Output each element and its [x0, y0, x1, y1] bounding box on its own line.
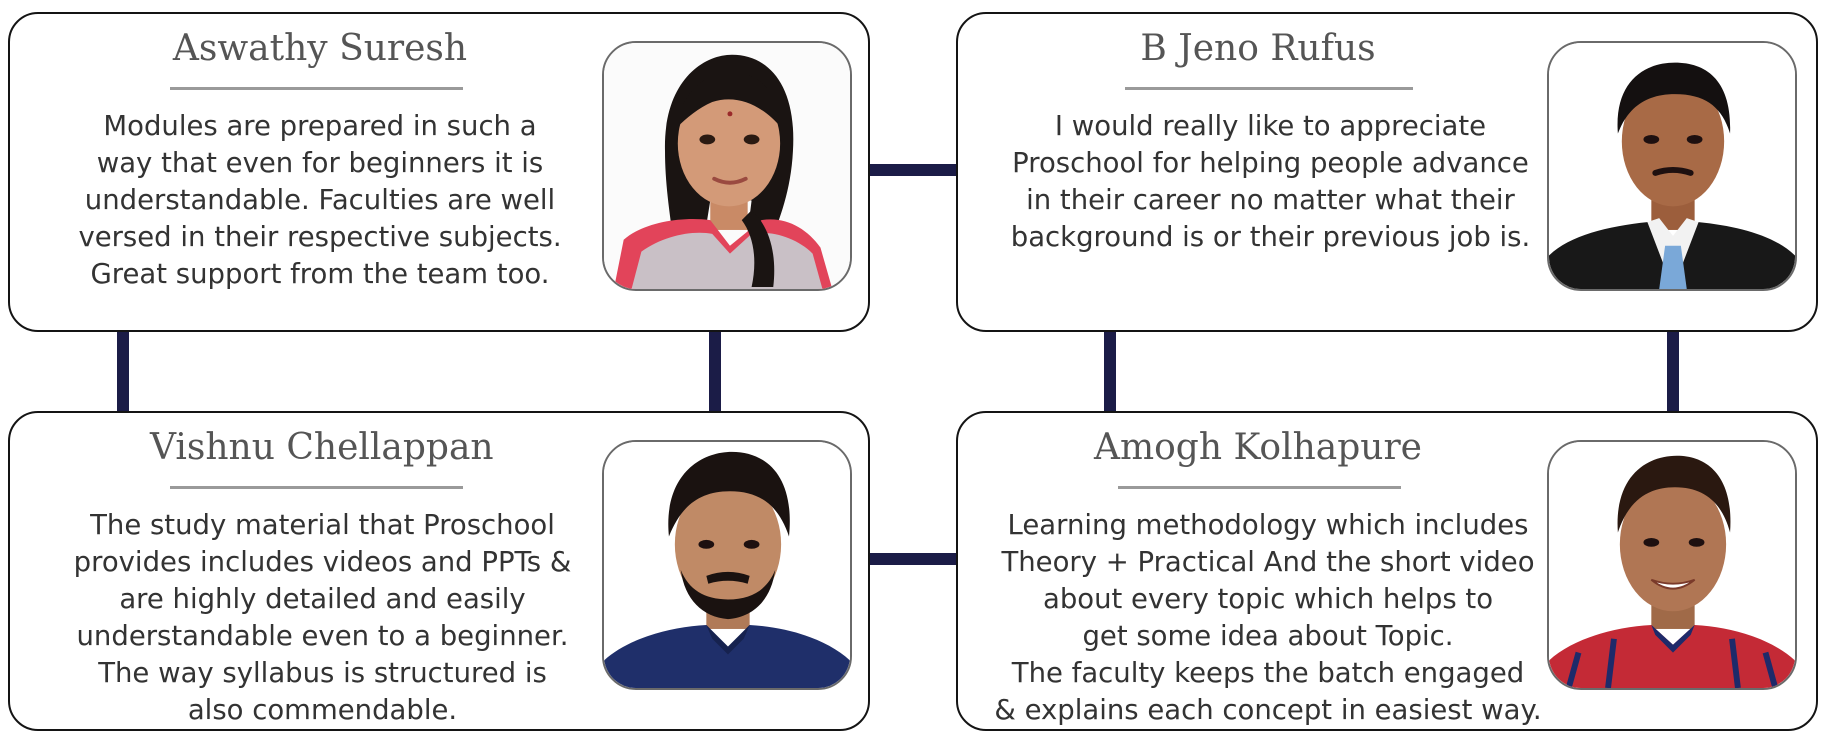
portrait-woman-icon [604, 43, 850, 289]
connector-left-vertical-1 [117, 330, 129, 413]
testimonial-card-vishnu-chellappan: Vishnu Chellappan The study material tha… [8, 411, 870, 731]
testimonial-card-aswathy-suresh: Aswathy Suresh Modules are prepared in s… [8, 12, 870, 332]
portrait-man-beard-icon [604, 442, 850, 688]
quote-line: Learning methodology which includes [1007, 509, 1529, 541]
testimonial-card-amogh-kolhapure: Amogh Kolhapure Learning methodology whi… [956, 411, 1818, 731]
quote-line: Great support from the team too. [90, 258, 550, 290]
quote-line: in their career no matter what their [1026, 184, 1515, 216]
quote-line: & explains each concept in easiest way. [994, 694, 1542, 726]
portrait-photo [1547, 440, 1797, 690]
quote-line: understandable even to a beginner. [76, 620, 569, 652]
testimonial-quote: I would really like to appreciate Prosch… [998, 108, 1543, 256]
connector-top-horizontal [870, 164, 956, 176]
quote-line: about every topic which helps to [1042, 583, 1494, 615]
testimonial-name: B Jeno Rufus [1140, 28, 1376, 69]
quote-line: also commendable. [187, 694, 458, 726]
quote-line: are highly detailed and easily [119, 583, 526, 615]
quote-line: Proschool for helping people advance [1012, 147, 1529, 179]
testimonial-quote: Modules are prepared in such a way that … [55, 108, 585, 293]
portrait-photo [602, 440, 852, 690]
name-underline [170, 486, 463, 489]
portrait-photo [1547, 41, 1797, 291]
quote-line: Theory + Practical And the short video [1001, 546, 1535, 578]
quote-line: The way syllabus is structured is [98, 657, 547, 689]
portrait-man-smiling-icon [1549, 442, 1795, 688]
testimonial-name: Amogh Kolhapure [1094, 427, 1422, 468]
quote-line: The faculty keeps the batch engaged [1011, 657, 1525, 689]
portrait-photo [602, 41, 852, 291]
testimonial-quote: Learning methodology which includes Theo… [988, 507, 1548, 729]
name-underline [1125, 87, 1413, 90]
name-underline [1118, 486, 1401, 489]
quote-line: provides includes videos and PPTs & [73, 546, 572, 578]
testimonial-name: Vishnu Chellappan [150, 427, 494, 468]
quote-line: background is or their previous job is. [1010, 221, 1531, 253]
quote-line: get some idea about Topic. [1082, 620, 1454, 652]
testimonial-name: Aswathy Suresh [172, 28, 468, 69]
quote-line: versed in their respective subjects. [78, 221, 562, 253]
connector-left-vertical-2 [709, 330, 721, 413]
portrait-man-suit-icon [1549, 43, 1795, 289]
quote-line: The study material that Proschool [90, 509, 555, 541]
quote-line: I would really like to appreciate [1054, 110, 1487, 142]
name-underline [170, 87, 463, 90]
testimonial-quote: The study material that Proschool provid… [50, 507, 595, 729]
quote-line: Modules are prepared in such a [103, 110, 537, 142]
testimonial-card-b-jeno-rufus: B Jeno Rufus I would really like to appr… [956, 12, 1818, 332]
connector-right-vertical-2 [1667, 330, 1679, 413]
connector-right-vertical-1 [1104, 330, 1116, 413]
quote-line: way that even for beginners it is [96, 147, 544, 179]
connector-bottom-horizontal [870, 553, 956, 565]
quote-line: understandable. Faculties are well [84, 184, 556, 216]
